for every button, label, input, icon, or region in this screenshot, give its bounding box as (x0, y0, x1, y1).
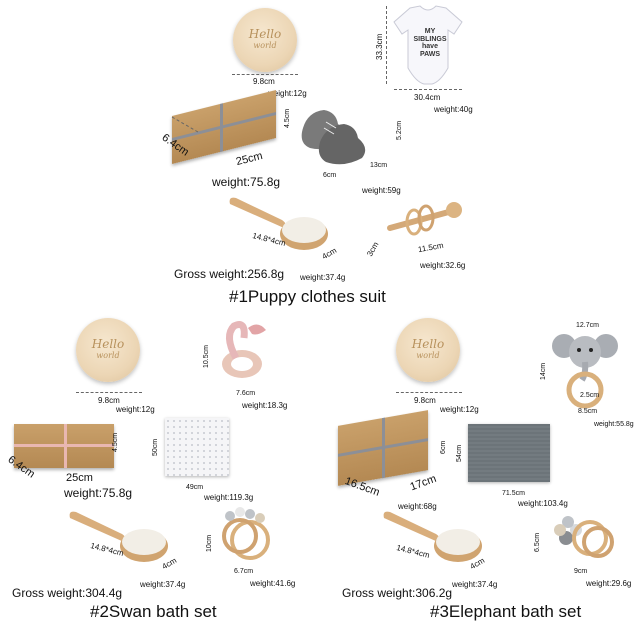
hello-world-plaque: Hello world (233, 8, 297, 72)
teether-height-label: 10.5cm (203, 345, 210, 368)
elephant-top-width-label: 12.7cm (576, 322, 599, 329)
bead-ring-rattle-image (222, 507, 270, 560)
shoe-weight-label: weight:59g (362, 186, 401, 195)
bodysuit-height-line (386, 6, 387, 84)
plaque-text-bottom: world (253, 41, 277, 50)
bodysuit-print-text: MY SIBLINGS have PAWS (413, 28, 447, 59)
plaque-text-top: Hello (411, 337, 445, 351)
blanket-width-label: 71.5cm (502, 490, 525, 497)
wooden-baby-brush-image (229, 197, 328, 250)
set-1-title: #1Puppy clothes suit (229, 287, 386, 306)
swan-teether-image (222, 321, 266, 378)
plaque-text-top: Hello (91, 337, 125, 351)
box-depth-label: 4.5cm (112, 432, 119, 452)
box-ribbon-vertical (382, 417, 385, 479)
silicone-bead-rattle-image (554, 516, 614, 558)
hello-world-plaque: Hello world (76, 318, 140, 382)
plaque-text-bottom: world (416, 351, 440, 360)
hello-world-plaque: Hello world (396, 318, 460, 382)
bodysuit-height-label: 33.3cm (375, 33, 384, 60)
brush-weight-label: weight:37.4g (140, 580, 186, 589)
shoe-length-label: 13cm (370, 162, 388, 169)
elephant-height-label: 14cm (540, 362, 547, 380)
box-weight-label: weight:75.8g (64, 486, 133, 500)
white-muslin-blanket (165, 418, 229, 476)
elephant-ring-width-label: 8.5cm (578, 408, 598, 415)
shoe-width-label: 6cm (323, 172, 337, 179)
rattle-weight-label: weight:29.6g (586, 579, 632, 588)
rattle-height-label: 10cm (206, 534, 213, 552)
shoe-height-label: 5.2cm (396, 120, 403, 140)
blanket-weight-label: weight:103.4g (518, 499, 568, 508)
rattle-length-label: 11.5cm (417, 240, 445, 255)
rattle-height-label: 3cm (365, 240, 381, 258)
wooden-rattle-image (387, 202, 462, 236)
teether-weight-label: weight:18.3g (242, 401, 288, 410)
plaque-weight-label: weight:12g (440, 405, 479, 414)
bodysuit-width-line (394, 89, 462, 90)
teether-width-label: 7.6cm (236, 390, 256, 397)
plaque-weight-label: weight:12g (116, 405, 155, 414)
box-weight-label: weight:68g (398, 502, 437, 511)
wooden-baby-brush-image (69, 511, 168, 562)
blanket-height-label: 54cm (456, 444, 463, 462)
kraft-gift-box (338, 410, 428, 486)
bodysuit-weight-label: weight:40g (434, 105, 473, 114)
plaque-size-label: 9.8cm (253, 77, 275, 86)
plaque-size-label: 9.8cm (414, 396, 436, 405)
box-ribbon-vertical (220, 103, 223, 152)
box-weight-label: weight:75.8g (212, 175, 281, 189)
box-length-label: 25cm (66, 472, 93, 484)
plaque-dimension-line (396, 392, 462, 393)
blanket-weight-label: weight:119.3g (204, 493, 254, 502)
set-3-gross-weight: Gross weight:306.2g (342, 586, 453, 600)
set-2-gross-weight: Gross weight:304.4g (12, 586, 123, 600)
elephant-weight-label: weight:55.8g (594, 421, 634, 428)
set-3-title: #3Elephant bath set (430, 602, 582, 621)
suede-baby-shoes-image (301, 110, 366, 165)
bodysuit-width-label: 30.4cm (414, 93, 441, 102)
plaque-text-top: Hello (248, 27, 282, 41)
rattle-height-label: 6.5cm (534, 532, 541, 552)
plaque-dimension-line (76, 392, 142, 393)
blanket-width-label: 49cm (186, 484, 204, 491)
crochet-elephant-teether-image (552, 334, 618, 409)
plaque-size-label: 9.8cm (98, 396, 120, 405)
set-2-title: #2Swan bath set (90, 602, 217, 621)
box-ribbon-vertical (64, 424, 67, 468)
rattle-weight-label: weight:41.6g (250, 579, 296, 588)
set-1-gross-weight: Gross weight:256.8g (174, 267, 285, 281)
plaque-weight-label: weight:12g (268, 89, 307, 98)
box-depth-label: 4.5cm (284, 108, 291, 128)
plaque-text-bottom: world (96, 351, 120, 360)
wooden-baby-brush-image (383, 511, 482, 562)
grey-muslin-blanket (468, 424, 550, 482)
plaque-dimension-line (232, 74, 298, 75)
box-depth-label: 6cm (440, 440, 447, 454)
elephant-ring-label: 2.5cm (580, 392, 600, 399)
rattle-width-label: 9cm (574, 568, 588, 575)
rattle-weight-label: weight:32.6g (420, 261, 466, 270)
rattle-width-label: 6.7cm (234, 568, 254, 575)
brush-weight-label: weight:37.4g (300, 273, 346, 282)
blanket-height-label: 50cm (152, 438, 159, 456)
puppy-bodysuit-image (393, 5, 463, 85)
box-length-label: 17cm (408, 472, 438, 494)
brush-weight-label: weight:37.4g (452, 580, 498, 589)
kraft-gift-box (14, 424, 114, 468)
box-length-label: 25cm (234, 149, 264, 169)
